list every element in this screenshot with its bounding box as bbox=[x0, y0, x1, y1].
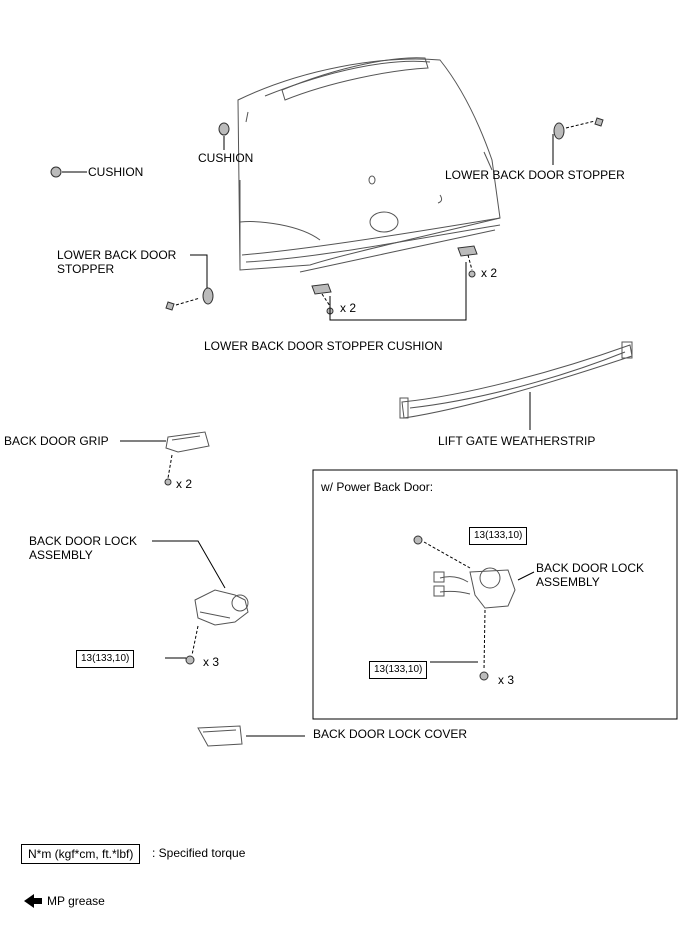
label-lock-left-2: ASSEMBLY bbox=[29, 548, 93, 562]
legend-torque-unit: N*m (kgf*cm, ft.*lbf) bbox=[21, 844, 141, 864]
label-lock-right-1: BACK DOOR LOCK bbox=[536, 561, 645, 575]
weatherstrip-shape bbox=[399, 341, 633, 419]
back-door-grip-shape bbox=[165, 431, 210, 453]
label-lock-left-1: BACK DOOR LOCK bbox=[29, 534, 138, 548]
qty-grip-screws: x 2 bbox=[176, 477, 193, 491]
legend-torque-desc: : Specified torque bbox=[152, 846, 246, 860]
label-lock-right-2: ASSEMBLY bbox=[536, 575, 600, 589]
legend-grease-desc: MP grease bbox=[47, 894, 105, 908]
label-weatherstrip: LIFT GATE WEATHERSTRIP bbox=[438, 434, 596, 448]
label-cushion-top: CUSHION bbox=[198, 151, 254, 165]
grease-arrow-icon bbox=[24, 894, 42, 908]
back-door-outline bbox=[237, 57, 501, 273]
qty-stopper-cushion-right: x 2 bbox=[481, 266, 498, 280]
torque-right-bottom: 13(133,10) bbox=[369, 661, 428, 679]
lock-assembly-left-shape bbox=[194, 589, 249, 626]
label-cushion-left: CUSHION bbox=[88, 165, 144, 179]
label-lock-cover: BACK DOOR LOCK COVER bbox=[313, 727, 468, 741]
lock-assembly-right-shape bbox=[433, 567, 516, 609]
qty-stopper-cushion-left: x 2 bbox=[340, 301, 357, 315]
torque-right-top: 13(133,10) bbox=[469, 527, 528, 545]
torque-left-lock: 13(133,10) bbox=[76, 650, 135, 668]
label-power-door: w/ Power Back Door: bbox=[321, 480, 434, 494]
label-lower-stopper-left-1: LOWER BACK DOOR bbox=[57, 248, 177, 262]
label-lower-stopper-left-2: STOPPER bbox=[57, 262, 115, 276]
label-grip: BACK DOOR GRIP bbox=[4, 434, 109, 448]
label-stopper-cushion: LOWER BACK DOOR STOPPER CUSHION bbox=[204, 339, 443, 353]
lock-cover-shape bbox=[197, 725, 243, 747]
qty-lock-bolts-right: x 3 bbox=[498, 673, 515, 687]
label-lower-stopper-right: LOWER BACK DOOR STOPPER bbox=[445, 168, 625, 182]
qty-lock-bolts-left: x 3 bbox=[203, 655, 220, 669]
